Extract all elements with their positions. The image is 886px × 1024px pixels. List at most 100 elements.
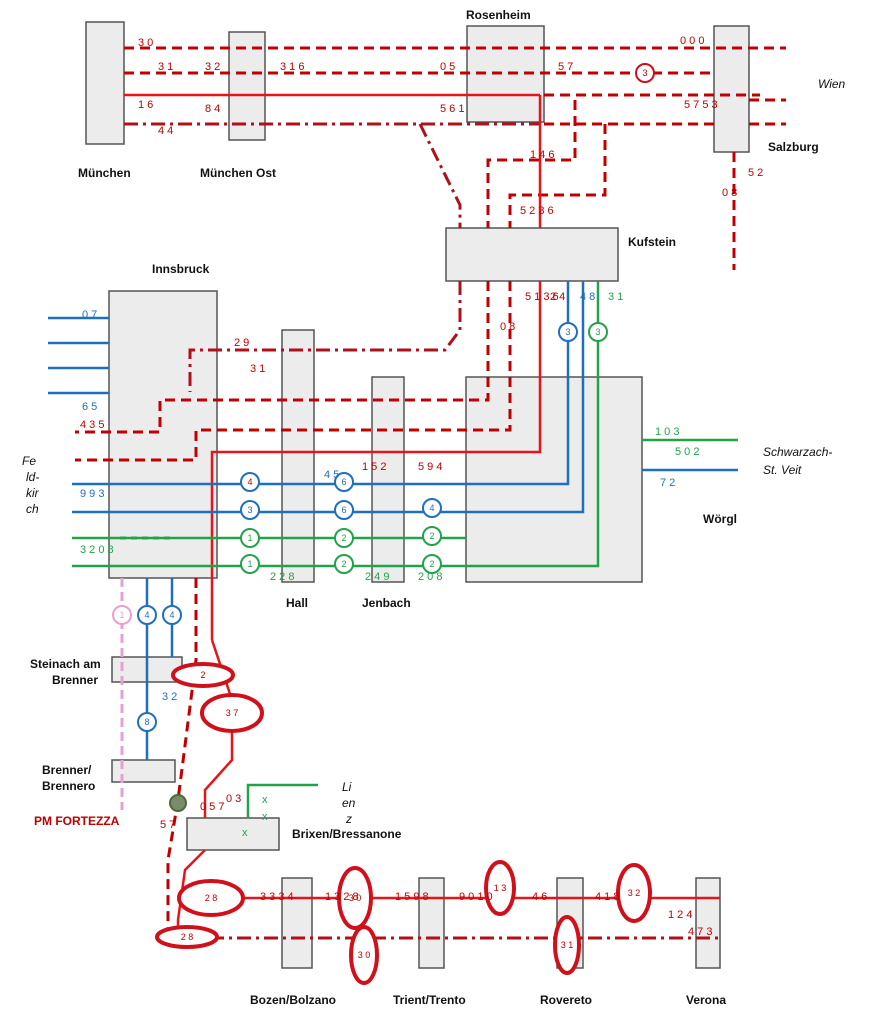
count-rosenheim-1: 0 5: [440, 61, 455, 73]
count-muenchen-4: 4 4: [158, 125, 173, 137]
signal-label-hall-blue-2: 6: [341, 505, 346, 515]
ellipse-marker-rovereto: [553, 915, 581, 975]
ellipse-label-brixen: 2 8: [205, 893, 218, 903]
count-trient-1: 1 5 9 8: [395, 891, 429, 903]
count-woergl-3: 7 2: [660, 477, 675, 489]
count-brixen-2: 0 3: [226, 793, 241, 805]
feldkirch-blue-stubs: [48, 316, 109, 395]
label-steinach-2: Brenner: [52, 673, 98, 687]
count-muenchen-ost-1: 3 2: [205, 61, 220, 73]
label-lienz-1: Li: [342, 780, 352, 794]
count-innsbruck-blue-1: 0 7: [82, 309, 97, 321]
count-innsbruck-red-1: 2 9: [234, 337, 249, 349]
count-steinach-1: 3 2: [162, 691, 177, 703]
count-muenchen-3: 1 6: [138, 99, 153, 111]
count-rosenheim-3: 5 7: [558, 61, 573, 73]
station-box-salzburg: [713, 25, 750, 153]
station-box-bozen: [281, 877, 313, 969]
station-box-muenchen-ost: [228, 31, 266, 141]
signal-label-innsbruck-blue-2: 3: [247, 505, 252, 515]
station-box-verona: [695, 877, 721, 969]
north-corridor-lines: [124, 46, 786, 270]
signal-label-kufstein-blue: 3: [565, 327, 570, 337]
signal-label-jenbach-blue: 4: [429, 503, 434, 513]
station-box-muenchen: [85, 21, 125, 145]
track-kufstein-innsbruck-solid: [210, 281, 542, 640]
station-box-jenbach: [371, 376, 405, 583]
signal-label-steinach-blue-1: 4: [144, 610, 149, 620]
ellipse-marker-2: [200, 693, 264, 733]
signal-innsbruck-blue-2: [240, 500, 260, 520]
count-jenbach-2: 2 4 9: [365, 571, 389, 583]
label-woergl: Wörgl: [703, 512, 737, 526]
signal-brenner-blue: [137, 712, 157, 732]
signal-kufstein-blue: [558, 322, 578, 342]
label-brixen: Brixen/Bressanone: [292, 827, 402, 841]
ellipse-label-fortezza: 2 8: [181, 932, 194, 942]
station-labels: München München Ost Rosenheim Salzburg K…: [30, 8, 819, 1007]
station-box-innsbruck: [108, 290, 218, 579]
signal-hall-blue-2: [334, 500, 354, 520]
label-feldkirch-1: Fe: [22, 454, 36, 468]
count-verona-1: 1 2 4: [668, 909, 692, 921]
count-salzburg-1: 0 0 0: [680, 35, 704, 47]
label-brenner-1: Brenner/: [42, 763, 92, 777]
label-hall: Hall: [286, 596, 308, 610]
label-feldkirch-4: ch: [26, 502, 39, 516]
count-innsbruck-left-1: 4 3 5: [80, 419, 104, 431]
ellipse-label-bozen-low: 3 0: [358, 950, 371, 960]
count-kufstein-2: 5 2 3 6: [520, 205, 554, 217]
label-wien: Wien: [818, 77, 846, 91]
station-box-brixen: [186, 817, 280, 851]
count-innsbruck-blue-2: 6 5: [82, 401, 97, 413]
signal-innsbruck-blue-top: [240, 472, 260, 492]
signal-pm-fortezza: [169, 794, 187, 812]
count-kufstein-7: 3 1: [608, 291, 623, 303]
count-innsbruck-left-2: 9 9 3: [80, 488, 104, 500]
label-muenchen-ost: München Ost: [200, 166, 276, 180]
track-green-lienz: [246, 783, 318, 818]
signal-label-steinach-pink: 1: [119, 610, 124, 620]
count-muenchen-2: 3 1: [158, 61, 173, 73]
lienz-mark-3: x: [242, 827, 248, 839]
signal-steinach-blue-1: [137, 605, 157, 625]
ellipse-label-1: 2: [200, 670, 205, 680]
label-lienz-3: z: [345, 812, 352, 826]
signal-rosenheim-salzburg: [635, 63, 655, 83]
label-brenner-2: Brennero: [42, 779, 95, 793]
count-bozen-2: 1 3 2 8: [325, 891, 359, 903]
signal-label-innsbruck-blue-top: 4: [247, 477, 252, 487]
track-count-numbers: 3 0 3 1 1 6 4 4 3 2 8 4 3 1 6 0 5 5 6 1 …: [80, 35, 763, 938]
signal-steinach-blue-2: [162, 605, 182, 625]
signal-label-hall-green-1: 2: [341, 533, 346, 543]
signal-jenbach-green-2: [422, 554, 442, 574]
circle-signal-labels: 3 3 3 4 3 1 1 6 6 2 2 4 2 2 1 4 4 8: [119, 68, 647, 727]
signal-hall-green-1: [334, 528, 354, 548]
signal-steinach-pink: [112, 605, 132, 625]
ellipse-label-2: 3 7: [226, 708, 239, 718]
signal-label-hall-blue-1: 6: [341, 477, 346, 487]
lienz-mark-2: x: [262, 811, 268, 823]
lienz-mark-1: x: [262, 794, 268, 806]
ellipse-marker-verona: [616, 863, 652, 923]
signal-label-kufstein-green: 3: [595, 327, 600, 337]
label-jenbach: Jenbach: [362, 596, 411, 610]
count-muenchen-1: 3 0: [138, 37, 153, 49]
signal-hall-green-2: [334, 554, 354, 574]
count-kufstein-4: 0 8: [500, 321, 515, 333]
count-kufstein-6: 4 8: [580, 291, 595, 303]
label-innsbruck: Innsbruck: [152, 262, 210, 276]
count-brenner-1: 5 7: [160, 819, 175, 831]
track-salzburg-kufstein-2: [486, 100, 577, 228]
count-woergl-2: 5 0 2: [675, 446, 699, 458]
count-kufstein-1: 1 4 6: [530, 149, 554, 161]
label-bozen: Bozen/Bolzano: [250, 993, 336, 1007]
label-feldkirch-2: ld-: [26, 470, 39, 484]
ellipse-marker-1: [171, 662, 235, 688]
label-muenchen: München: [78, 166, 131, 180]
label-trient: Trient/Trento: [393, 993, 466, 1007]
signal-label-jenbach-green-2: 2: [429, 559, 434, 569]
inntal-red-lines: [75, 281, 542, 640]
ellipse-marker-bozen: [337, 866, 373, 930]
track-red-brenner-dash: [176, 578, 198, 801]
